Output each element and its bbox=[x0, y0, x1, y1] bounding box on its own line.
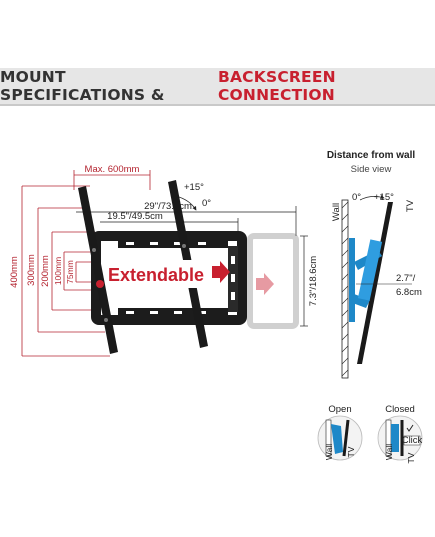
lock-closed-icon bbox=[377, 415, 423, 461]
lock-open-wall-label: Wall bbox=[324, 444, 334, 460]
extendable-label: Extendable bbox=[108, 265, 204, 285]
span-1-label: 29"/73.9cm bbox=[144, 201, 192, 212]
max-width-label: Max. 600mm bbox=[85, 164, 140, 175]
vesa-100-label: 100mm bbox=[53, 257, 63, 285]
lock-open-tv-label: TV bbox=[346, 446, 356, 457]
lock-closed-wall-label: Wall bbox=[384, 444, 394, 460]
side-view-subtitle: Side view bbox=[351, 164, 392, 175]
wall-section bbox=[341, 199, 349, 379]
side-distance-in-label: 2.7"/ bbox=[396, 273, 416, 284]
side-bracket bbox=[349, 238, 383, 322]
tv-arm-left bbox=[78, 186, 118, 354]
vesa-400-label: 400mm bbox=[9, 256, 20, 288]
vesa-75-label: 75mm bbox=[65, 260, 75, 284]
lock-click-label: Click bbox=[402, 435, 423, 446]
tilt-up-label: +15° bbox=[184, 182, 204, 193]
side-wall-label: Wall bbox=[331, 203, 342, 221]
extended-frame-ghost bbox=[247, 233, 299, 329]
lock-closed-tv-label: TV bbox=[406, 452, 416, 463]
side-distance-cm-label: 6.8cm bbox=[396, 287, 422, 298]
side-tv-label: TV bbox=[405, 199, 416, 212]
side-tilt-zero-label: 0° bbox=[352, 192, 361, 203]
extendable-badge bbox=[108, 260, 204, 288]
arrow-icon bbox=[256, 273, 274, 295]
height-label: 7.3"/18.6cm bbox=[308, 256, 319, 306]
span-dimension-lines bbox=[76, 206, 308, 327]
span-2-label: 19.5"/49.5cm bbox=[107, 211, 163, 222]
lock-open-label: Open bbox=[328, 404, 351, 415]
side-tv-panel bbox=[357, 202, 393, 364]
vesa-200-label: 200mm bbox=[40, 255, 51, 287]
tilt-zero-label: 0° bbox=[202, 198, 211, 209]
side-view-title: Distance from wall bbox=[327, 150, 416, 161]
side-tilt-up-label: +15° bbox=[374, 192, 394, 203]
vesa-300-label: 300mm bbox=[26, 254, 37, 286]
title-part-2: BACKSCREEN CONNECTION bbox=[217, 68, 336, 104]
lock-closed-label: Closed bbox=[385, 404, 415, 415]
arrow-icon bbox=[212, 261, 230, 283]
lock-open-icon bbox=[317, 415, 363, 461]
title-banner: MOUNT SPECIFICATIONS & BACKSCREEN CONNEC… bbox=[0, 68, 435, 106]
title-part-1: MOUNT SPECIFICATIONS & bbox=[0, 68, 165, 104]
